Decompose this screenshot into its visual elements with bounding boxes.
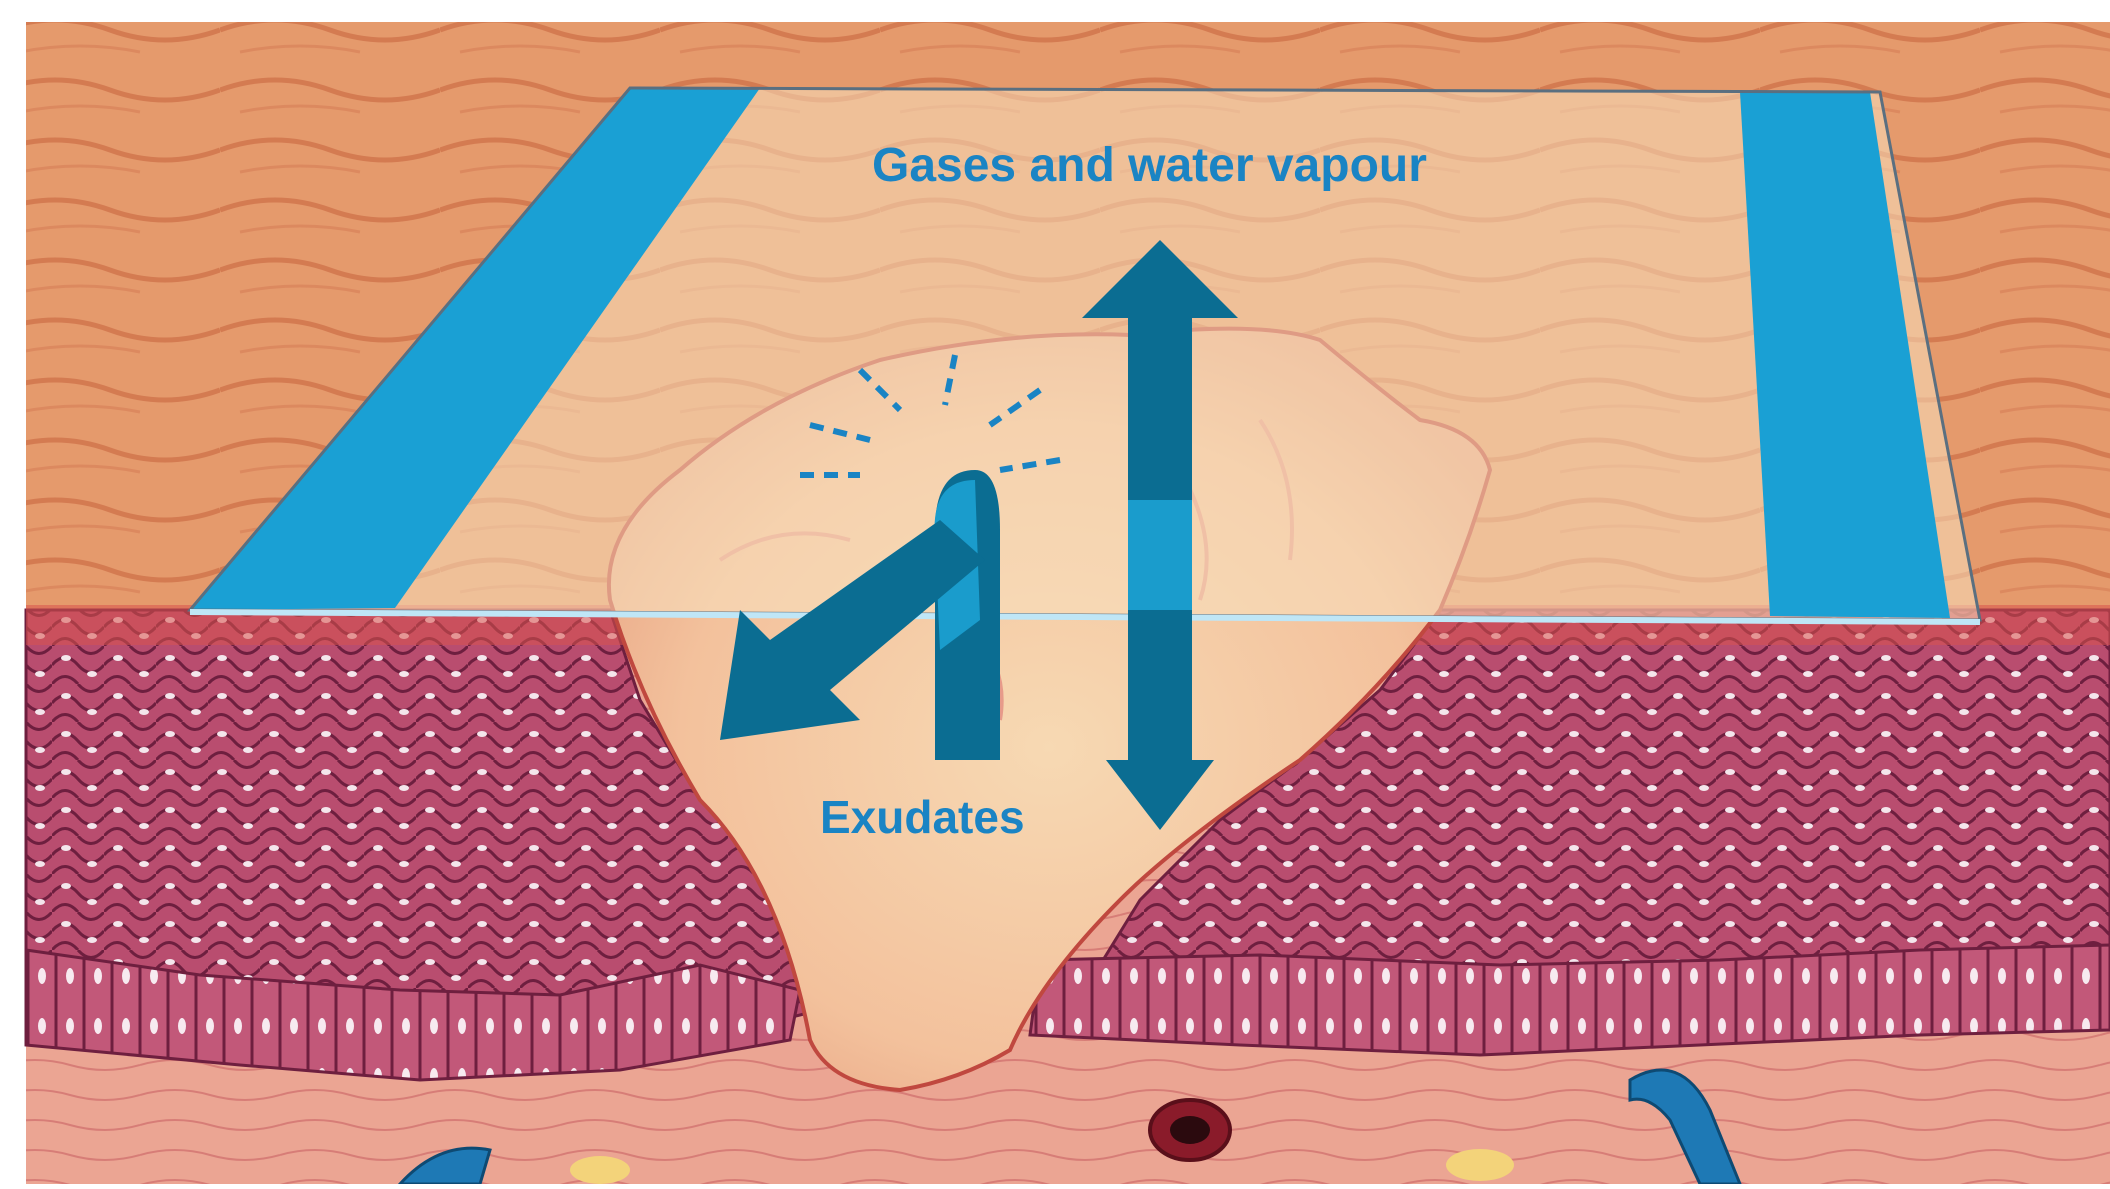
- label-gases-and-water-vapour: Gases and water vapour: [872, 138, 1427, 193]
- label-exudates: Exudates: [820, 790, 1025, 844]
